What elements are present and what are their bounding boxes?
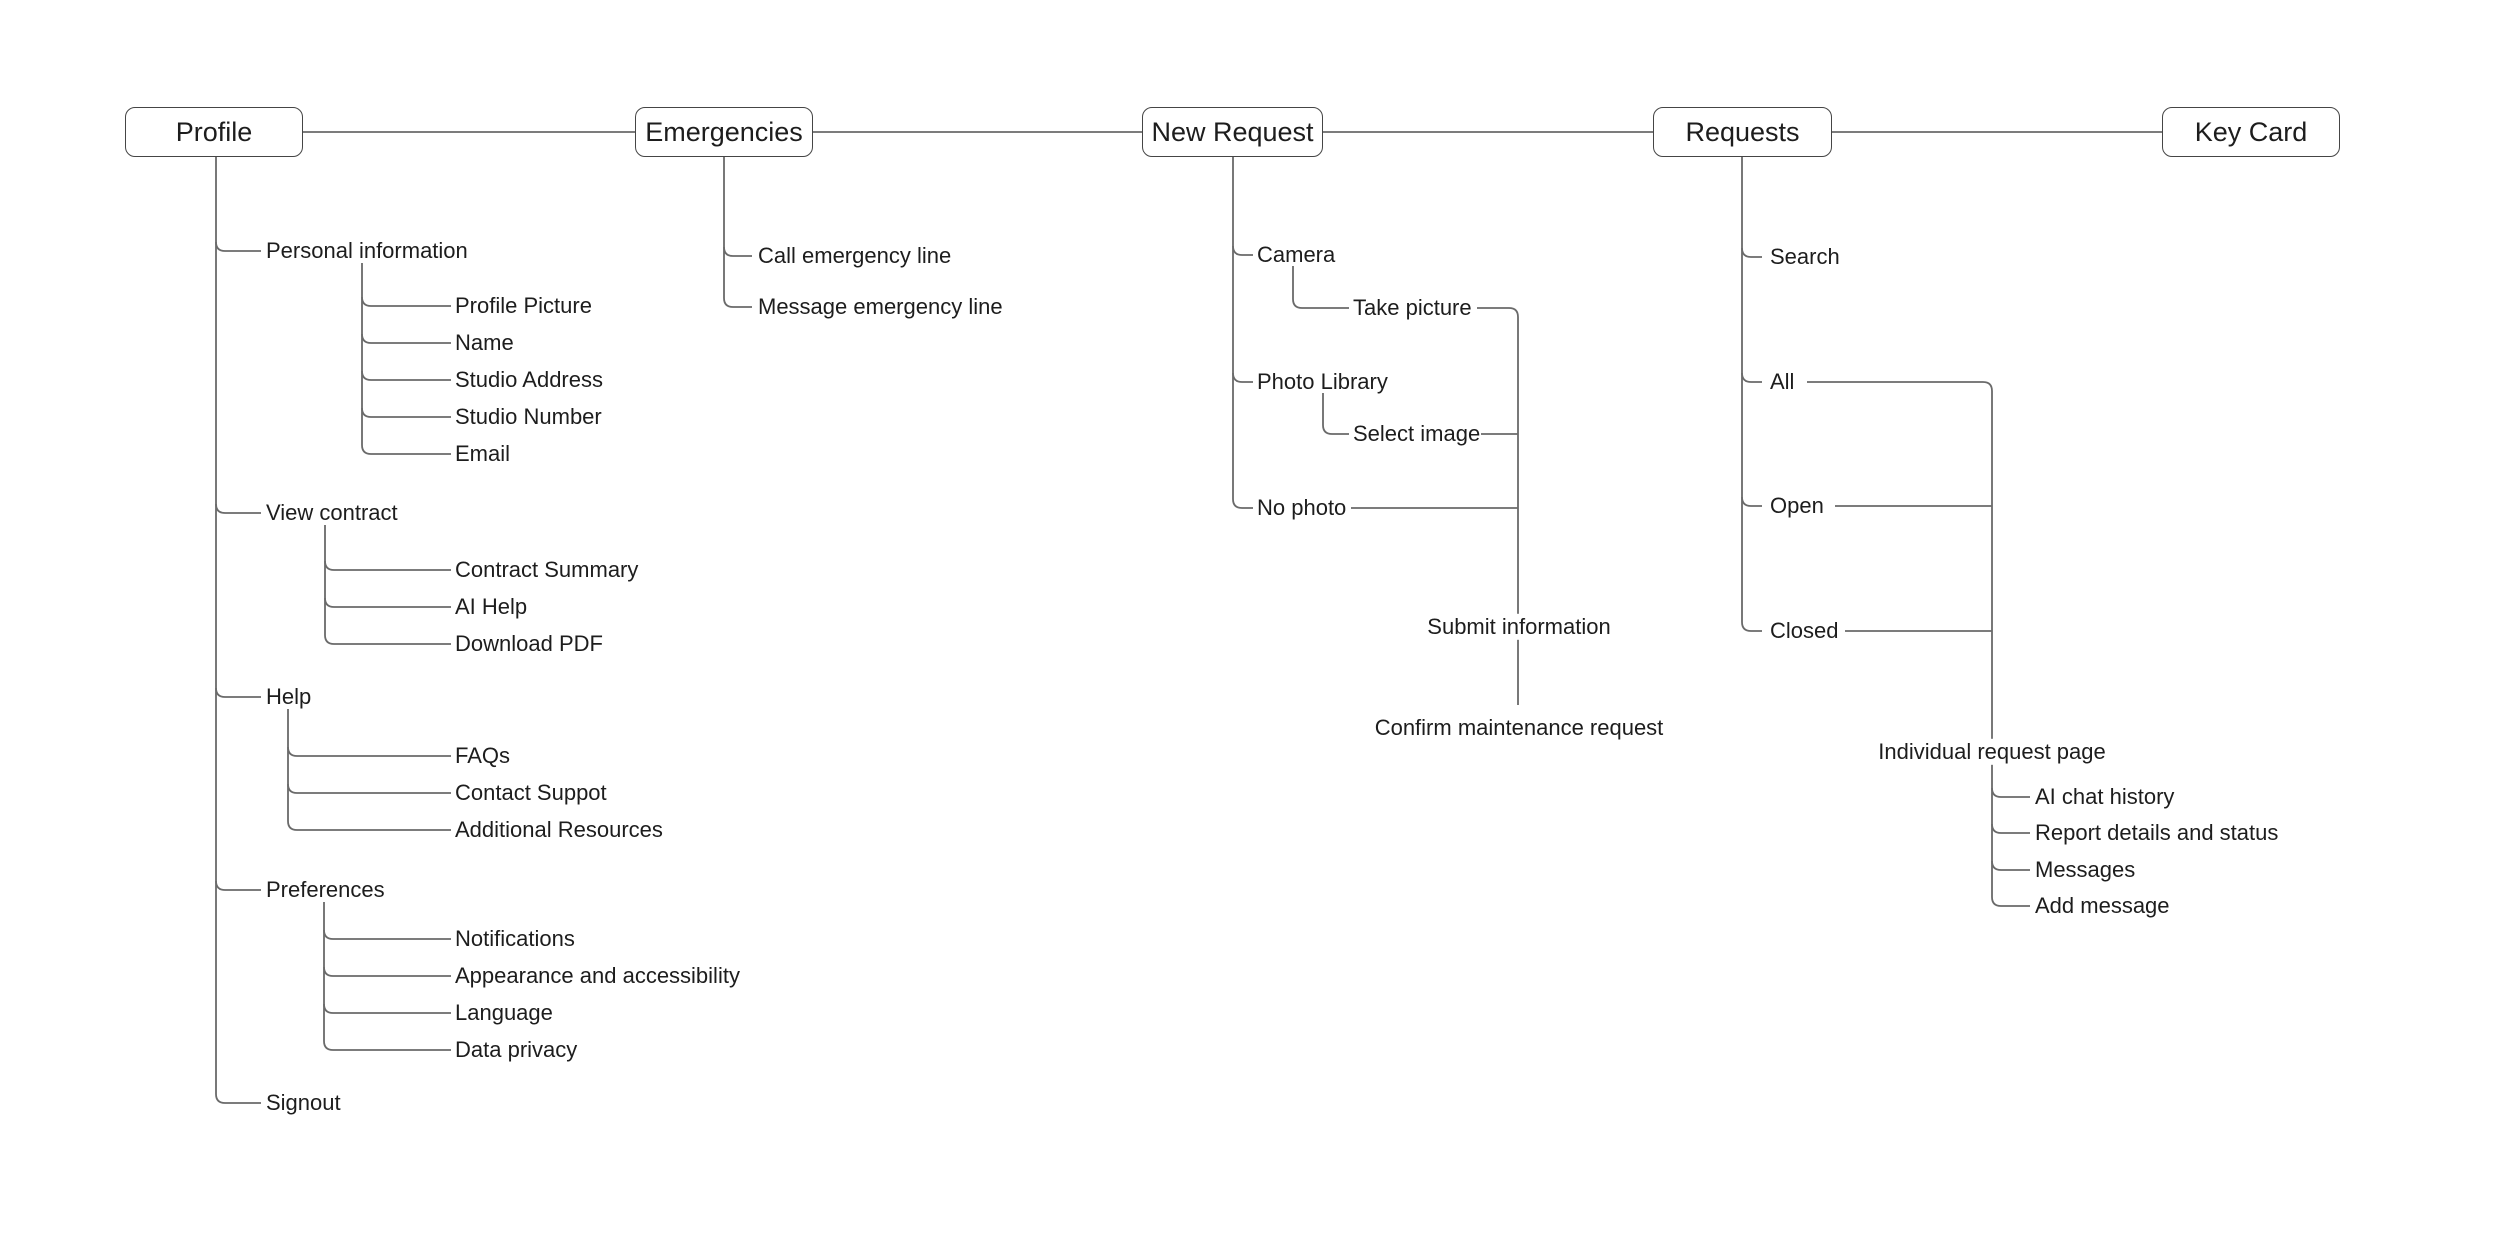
requests-connectors bbox=[1741, 157, 2030, 907]
item-faqs: FAQs bbox=[455, 742, 511, 768]
item-submit-information: Submit information bbox=[1421, 613, 1617, 641]
item-open: Open bbox=[1770, 492, 1824, 518]
item-preferences: Preferences bbox=[266, 876, 385, 902]
item-ai-help: AI Help bbox=[455, 593, 528, 619]
item-ai-chat-history: AI chat history bbox=[2035, 783, 2175, 809]
item-closed: Closed bbox=[1770, 617, 1839, 643]
node-key-card[interactable]: Key Card bbox=[2162, 107, 2340, 157]
item-language: Language bbox=[455, 999, 553, 1025]
item-data-privacy: Data privacy bbox=[455, 1036, 578, 1062]
item-report-details-and-status: Report details and status bbox=[2035, 819, 2279, 845]
item-no-photo: No photo bbox=[1257, 494, 1347, 520]
item-camera: Camera bbox=[1257, 241, 1336, 267]
item-photo-library: Photo Library bbox=[1257, 368, 1388, 394]
item-help: Help bbox=[266, 683, 312, 709]
item-messages: Messages bbox=[2035, 856, 2136, 882]
item-name: Name bbox=[455, 329, 514, 355]
item-contract-summary: Contract Summary bbox=[455, 556, 639, 582]
node-profile[interactable]: Profile bbox=[125, 107, 303, 157]
item-individual-request-page: Individual request page bbox=[1872, 738, 2112, 766]
profile-connectors bbox=[215, 157, 451, 1104]
item-confirm-maintenance-request: Confirm maintenance request bbox=[1368, 714, 1670, 742]
item-notifications: Notifications bbox=[455, 925, 575, 951]
item-studio-address: Studio Address bbox=[455, 366, 603, 392]
item-add-message: Add message bbox=[2035, 892, 2170, 918]
item-call-emergency-line: Call emergency line bbox=[758, 242, 952, 268]
item-signout: Signout bbox=[266, 1089, 341, 1115]
item-studio-number: Studio Number bbox=[455, 403, 602, 429]
item-email: Email bbox=[455, 440, 511, 466]
item-view-contract: View contract bbox=[266, 499, 398, 525]
item-profile-picture: Profile Picture bbox=[455, 292, 592, 318]
item-message-emergency-line: Message emergency line bbox=[758, 293, 1003, 319]
node-emergencies[interactable]: Emergencies bbox=[635, 107, 813, 157]
item-contact-suppot: Contact Suppot bbox=[455, 779, 607, 805]
item-personal-information: Personal information bbox=[266, 237, 468, 263]
item-search: Search bbox=[1770, 243, 1840, 269]
item-all: All bbox=[1770, 368, 1795, 394]
node-new-request[interactable]: New Request bbox=[1142, 107, 1323, 157]
item-take-picture: Take picture bbox=[1353, 294, 1472, 320]
item-download-pdf: Download PDF bbox=[455, 630, 603, 656]
item-select-image: Select image bbox=[1353, 420, 1481, 446]
item-additional-resources: Additional Resources bbox=[455, 816, 663, 842]
emergencies-connectors bbox=[723, 157, 752, 308]
item-appearance-and-accessibility: Appearance and accessibility bbox=[455, 962, 740, 988]
new-request-connectors bbox=[1232, 157, 1519, 705]
node-requests[interactable]: Requests bbox=[1653, 107, 1832, 157]
